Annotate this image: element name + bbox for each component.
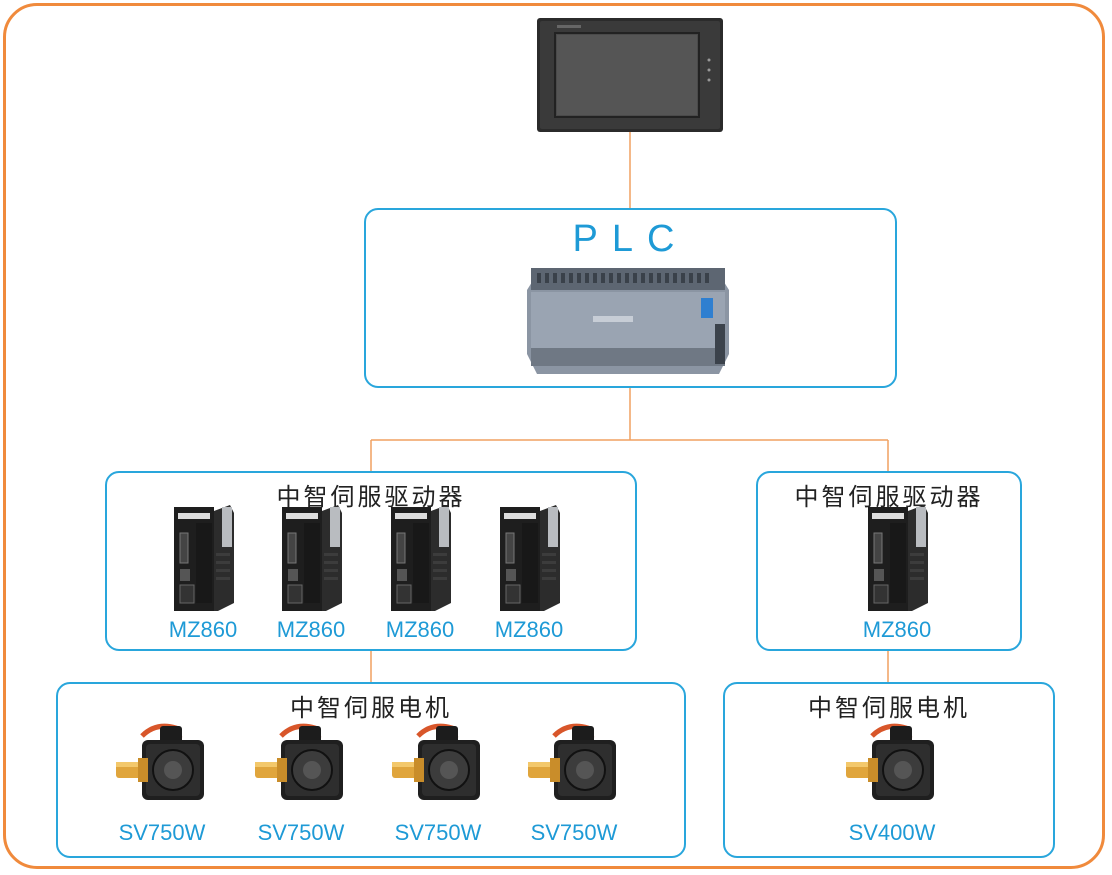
servo-motor-icon (112, 722, 212, 818)
drive-model-label: MZ860 (276, 617, 346, 642)
plc-title: PLC (572, 218, 689, 260)
motor-model-label: SV750W (394, 820, 482, 845)
outer-frame (3, 3, 1105, 869)
motor-model-label: SV750W (118, 820, 206, 845)
plc-unit (523, 264, 731, 384)
plc-controller-icon (527, 268, 729, 374)
drive-model-label: MZ860 (385, 617, 455, 642)
servo-motor-icon (388, 722, 488, 818)
servo-motor-icon (842, 722, 942, 818)
drive-model-label: MZ860 (494, 617, 564, 642)
motors-left-title: 中智伺服电机 (290, 694, 452, 722)
drive-model-label: MZ860 (168, 617, 238, 642)
servo-drive-icon (276, 503, 348, 619)
drives-left-title: 中智伺服驱动器 (276, 483, 466, 511)
touchscreen-hmi-icon (537, 18, 723, 132)
drive-model-label: MZ860 (862, 617, 932, 642)
hmi-touchscreen (537, 18, 723, 136)
servo-motor-icon (251, 722, 351, 818)
drives-right-title: 中智伺服驱动器 (794, 483, 984, 511)
plc-box: PLC (364, 208, 897, 388)
servo-drive-icon (862, 503, 934, 619)
motors-right-title: 中智伺服电机 (808, 694, 970, 722)
servo-drive-icon (494, 503, 566, 619)
servo-drive-icon (168, 503, 240, 619)
motor-model-label: SV400W (848, 820, 936, 845)
motor-model-label: SV750W (257, 820, 345, 845)
servo-motor-icon (524, 722, 624, 818)
servo-drive-icon (385, 503, 457, 619)
motor-model-label: SV750W (530, 820, 618, 845)
